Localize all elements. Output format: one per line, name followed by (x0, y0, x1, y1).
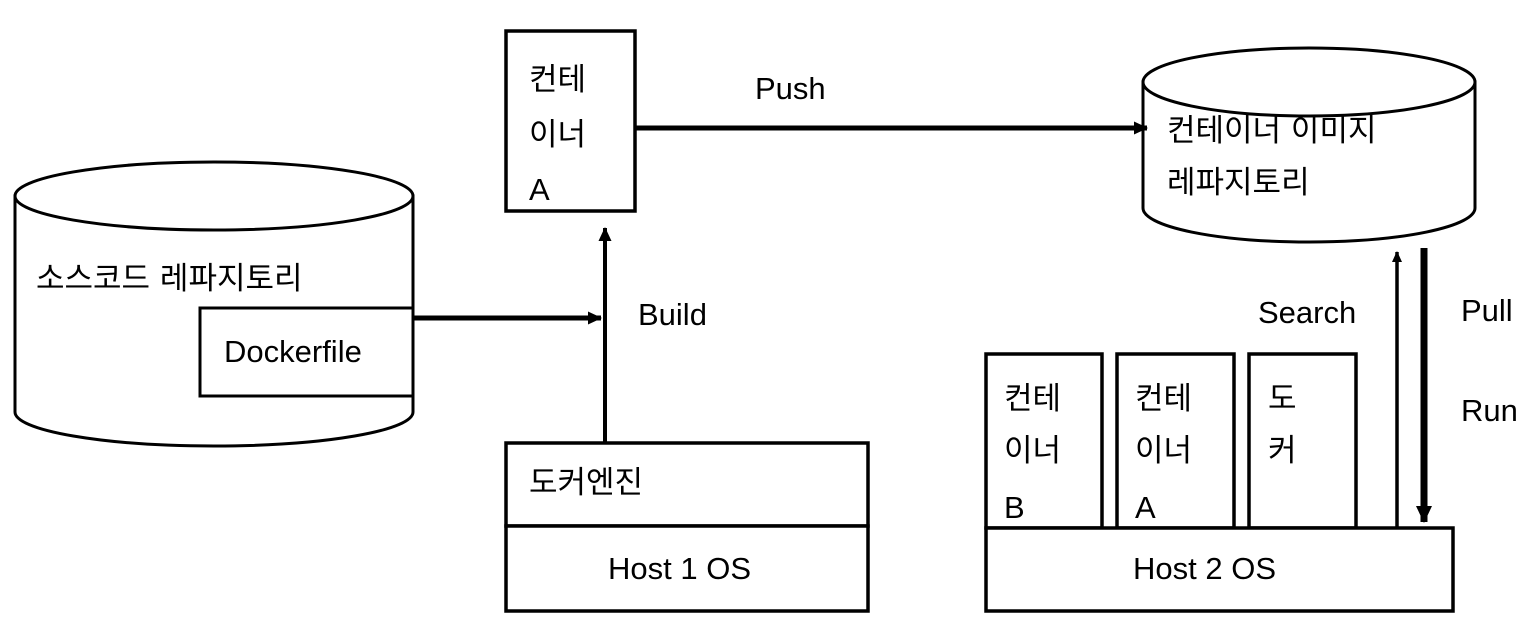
container-b-label-line3: B (1004, 490, 1025, 525)
run-edge-label: Run (1461, 393, 1518, 428)
container-a-running-label-line1: 컨테 (1135, 381, 1193, 417)
container-b-box-shape (984, 352, 1104, 530)
host1-os-box-shape (504, 524, 870, 613)
docker-host2-box-shape (1247, 352, 1358, 530)
image-repository-shape (1141, 46, 1477, 244)
container-a-built-box-shape (504, 29, 637, 213)
docker-engine-label: 도커엔진 (529, 465, 644, 501)
push-edge-label: Push (755, 71, 826, 106)
source-code-repository-label: 소스코드 레파지토리 (36, 261, 303, 297)
image-repository-label-line1: 컨테이너 이미지 (1167, 113, 1377, 149)
source-code-repository-shape (13, 160, 415, 448)
image-repository-label-line2: 레파지토리 (1167, 165, 1310, 201)
container-a-running-label-line2: 이너 (1135, 433, 1193, 469)
container-a-built-label-line1: 컨테 (529, 62, 587, 98)
host2-os-box-shape (984, 526, 1455, 613)
host1-os-label: Host 1 OS (608, 551, 751, 586)
build-edge-label: Build (638, 297, 707, 332)
container-b-label-line2: 이너 (1004, 433, 1062, 469)
container-b-label-line1: 컨테 (1004, 381, 1062, 417)
container-a-running-label-line3: A (1135, 490, 1156, 525)
host2-os-label: Host 2 OS (1133, 551, 1276, 586)
container-a-built-label-line3: A (529, 172, 550, 207)
docker-host2-label-line2: 커 (1268, 433, 1297, 469)
dockerfile-label: Dockerfile (224, 334, 362, 369)
search-edge-label: Search (1258, 295, 1357, 330)
docker-host2-label-line1: 도 (1268, 381, 1297, 417)
dockerfile-box-shape (198, 306, 415, 398)
container-a-running-box-shape (1115, 352, 1236, 530)
pull-edge-label: Pull (1461, 293, 1513, 328)
container-a-built-label-line2: 이너 (529, 117, 587, 153)
